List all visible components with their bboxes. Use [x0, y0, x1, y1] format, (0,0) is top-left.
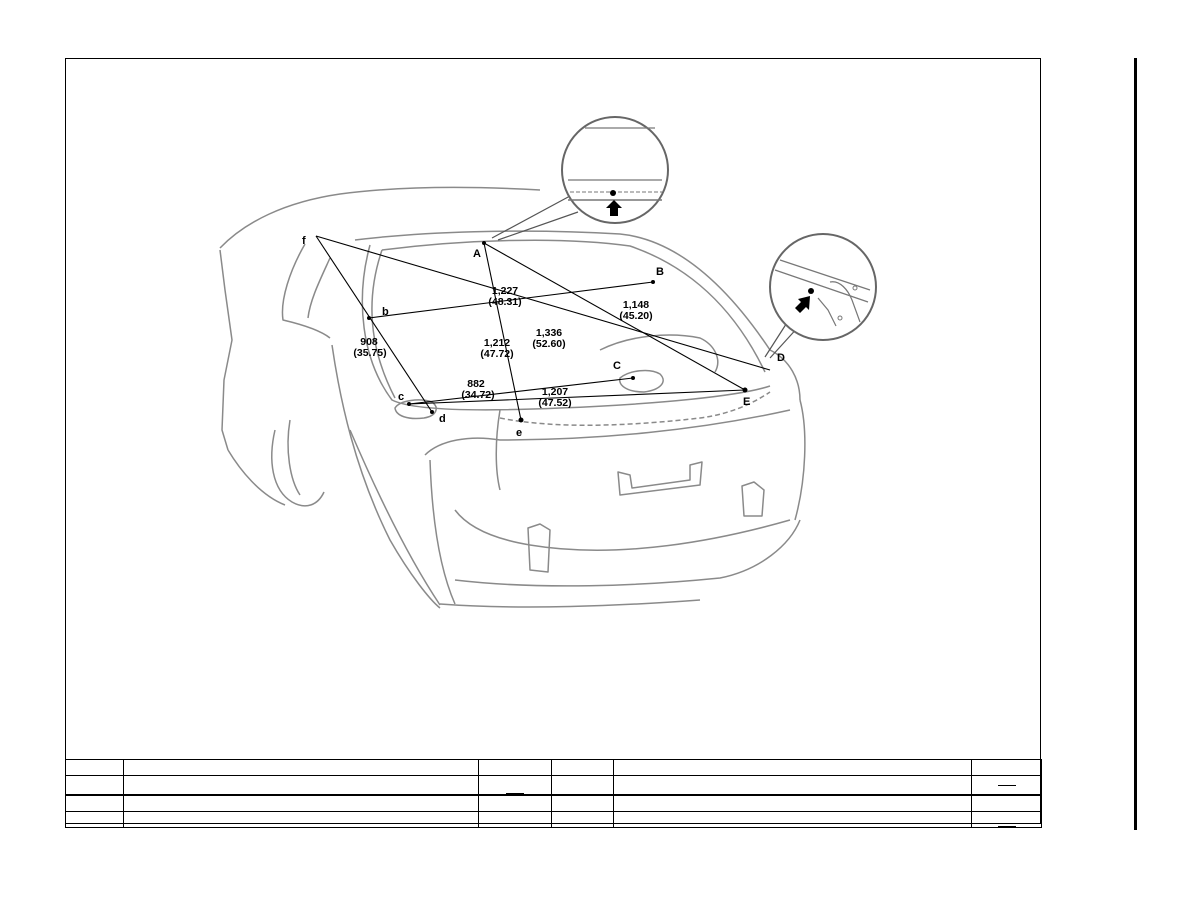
measurement-lines — [315, 235, 771, 421]
title-block-cell — [123, 759, 479, 776]
title-block-cell — [123, 794, 479, 812]
title-block-cell — [478, 759, 552, 776]
dash-mark — [506, 793, 524, 794]
title-block-cell — [971, 775, 1042, 796]
line-c-C — [408, 377, 634, 405]
measurement-values: 1,227 (48.31) 1,148 (45.20) 1,336 (52.60… — [353, 285, 652, 409]
title-block-cell — [613, 794, 972, 812]
meas-Ae-mm: 1,212 — [484, 337, 510, 349]
title-block-cell — [65, 759, 124, 776]
point-B — [651, 280, 655, 284]
label-C: C — [613, 360, 621, 372]
point-A — [482, 241, 486, 245]
line-A-e — [483, 242, 522, 421]
title-block-cell — [123, 811, 479, 828]
reference-dot-right — [808, 288, 814, 294]
line-f-D — [315, 235, 771, 371]
meas-cC-mm: 882 — [467, 378, 485, 390]
meas-fd-mm: 908 — [360, 336, 378, 348]
line-A-E — [483, 242, 746, 391]
title-block-cell — [613, 775, 972, 796]
label-f: f — [302, 235, 306, 247]
title-block-table — [65, 759, 1042, 828]
label-E: E — [743, 396, 750, 408]
line-b-B — [368, 281, 654, 319]
page-edge-rule — [1134, 58, 1137, 830]
point-e — [518, 417, 524, 423]
point-E — [742, 387, 748, 393]
meas-cE-in: (47.52) — [538, 397, 571, 409]
title-block-cell — [478, 775, 552, 796]
meas-bB-mm: 1,227 — [492, 285, 518, 297]
meas-fd-in: (35.75) — [353, 347, 386, 359]
title-block-cell — [551, 775, 614, 796]
title-block-row — [65, 794, 1042, 812]
title-block-cell — [971, 759, 1042, 776]
label-d: d — [439, 413, 446, 425]
dash-mark — [997, 826, 1016, 827]
meas-Ae-in: (47.72) — [480, 348, 513, 360]
reference-dot-top — [610, 190, 616, 196]
title-block-cell — [971, 794, 1042, 812]
line-f-d — [315, 235, 433, 413]
title-block-cell — [478, 811, 552, 828]
meas-cC-in: (34.72) — [461, 389, 494, 401]
title-block-cell — [123, 775, 479, 796]
title-block-cell — [613, 811, 972, 828]
title-block-row — [65, 811, 1042, 828]
detail-callout-right — [764, 233, 877, 359]
title-block-cell — [551, 794, 614, 812]
point-b — [367, 316, 371, 320]
point-c — [407, 402, 411, 406]
measurement-points — [367, 241, 748, 423]
meas-fD-mm: 1,336 — [536, 327, 562, 339]
label-A: A — [473, 248, 481, 260]
title-block-cell — [478, 794, 552, 812]
label-c: c — [398, 391, 404, 403]
detail-callout-top — [491, 116, 669, 241]
car-body-outline — [219, 186, 806, 609]
title-block-cell — [65, 811, 124, 828]
arrow-up-right-icon — [795, 296, 810, 313]
title-block-cell — [551, 759, 614, 776]
label-e: e — [516, 427, 522, 439]
line-c-E — [408, 389, 746, 405]
meas-AE-mm: 1,148 — [623, 299, 649, 311]
title-block-cell — [65, 775, 124, 796]
title-block-cell — [65, 794, 124, 812]
dash-mark — [997, 784, 1016, 786]
title-block-cell — [551, 811, 614, 828]
label-B: B — [656, 266, 664, 278]
meas-fD-in: (52.60) — [532, 338, 565, 350]
point-d — [430, 410, 434, 414]
label-D: D — [777, 352, 785, 364]
title-block-row — [65, 759, 1042, 776]
point-C — [631, 376, 635, 380]
title-block-cell — [971, 811, 1042, 828]
meas-bB-in: (48.31) — [488, 296, 521, 308]
title-block-row — [65, 775, 1042, 796]
meas-cE-mm: 1,207 — [542, 386, 568, 398]
title-block-cell — [613, 759, 972, 776]
point-labels: A B b C D E c d e f — [302, 235, 785, 439]
arrow-up-icon — [606, 200, 622, 216]
label-b: b — [382, 306, 389, 318]
meas-AE-in: (45.20) — [619, 310, 652, 322]
